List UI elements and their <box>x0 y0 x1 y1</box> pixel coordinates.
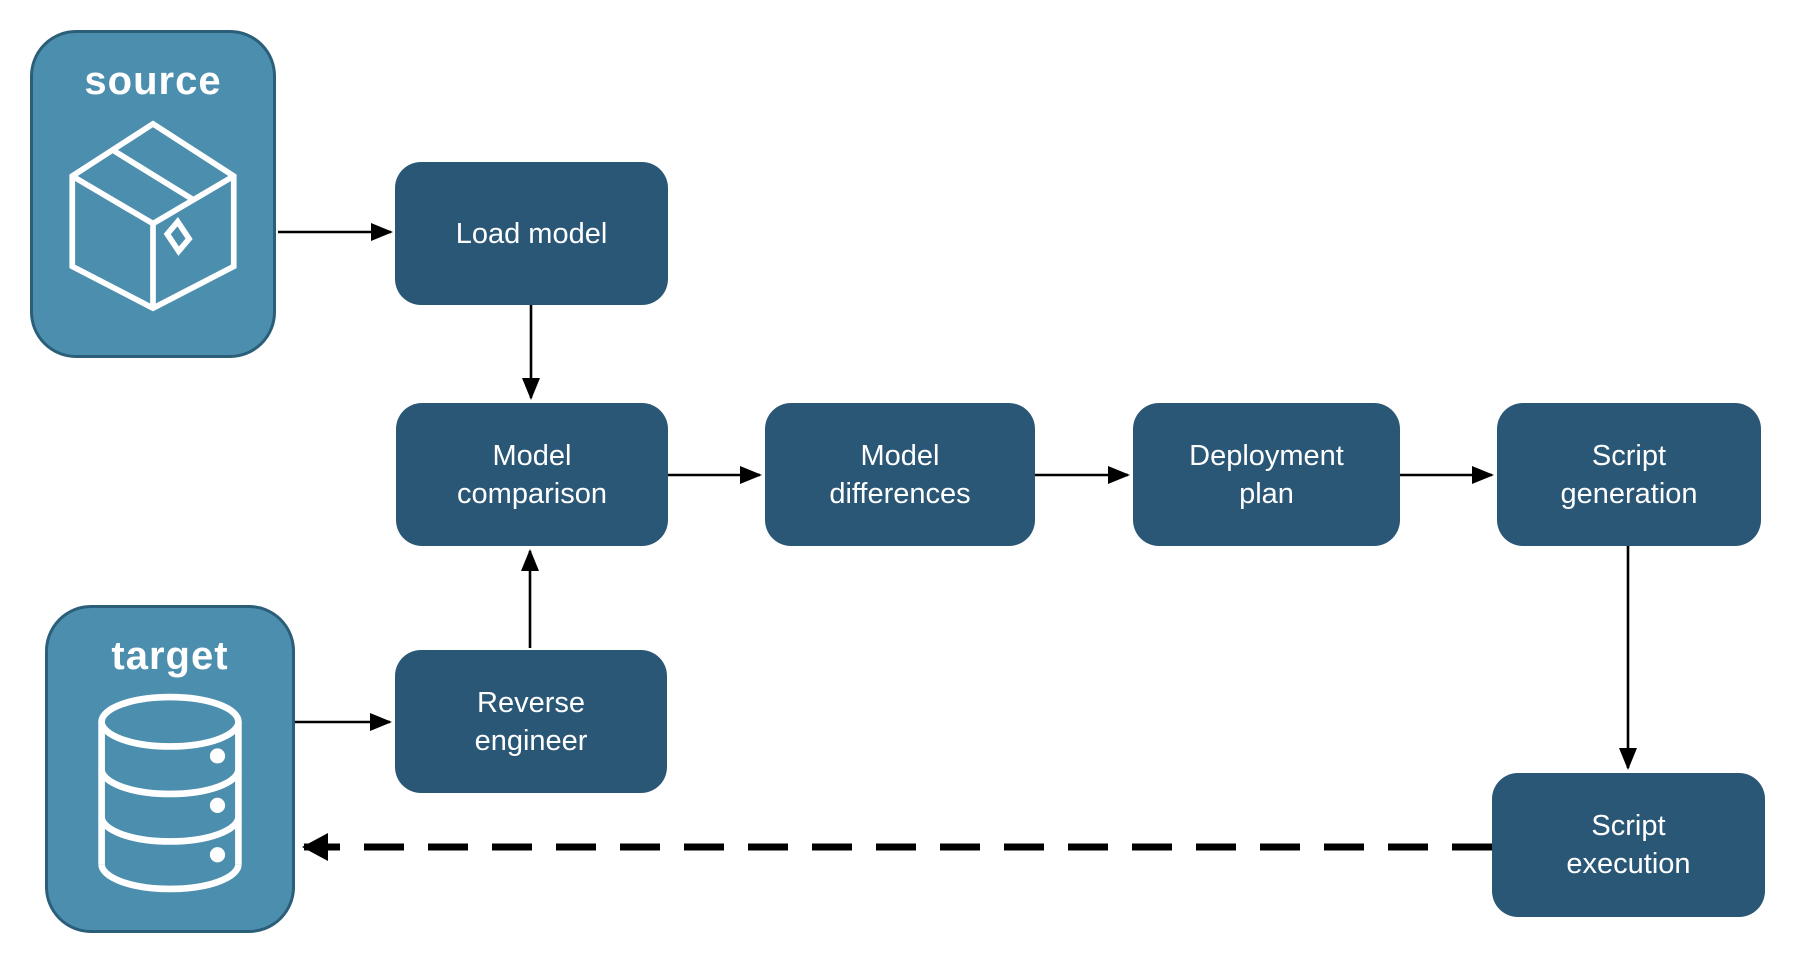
node-script-generation: Script generation <box>1497 403 1761 546</box>
source-label: source <box>84 59 222 103</box>
database-icon <box>98 693 242 893</box>
node-reverse-engineer: Reverse engineer <box>395 650 667 793</box>
package-icon <box>69 120 237 312</box>
node-label: Script execution <box>1566 810 1691 880</box>
node-label: Deployment plan <box>1189 439 1344 510</box>
node-model-differences: Model differences <box>765 403 1035 546</box>
node-load-model: Load model <box>395 162 668 305</box>
target-label: target <box>111 634 229 678</box>
node-label: Model differences <box>829 439 971 510</box>
target-node: target <box>45 605 295 933</box>
node-script-execution: Script execution <box>1492 773 1765 917</box>
node-label: Model comparison <box>457 439 607 510</box>
node-deployment-plan: Deployment plan <box>1133 403 1400 546</box>
node-model-comparison: Model comparison <box>396 403 668 546</box>
node-label: Load model <box>455 217 608 250</box>
node-label: Script generation <box>1560 439 1698 510</box>
node-label: Reverse engineer <box>474 686 588 757</box>
source-node: source <box>30 30 276 358</box>
